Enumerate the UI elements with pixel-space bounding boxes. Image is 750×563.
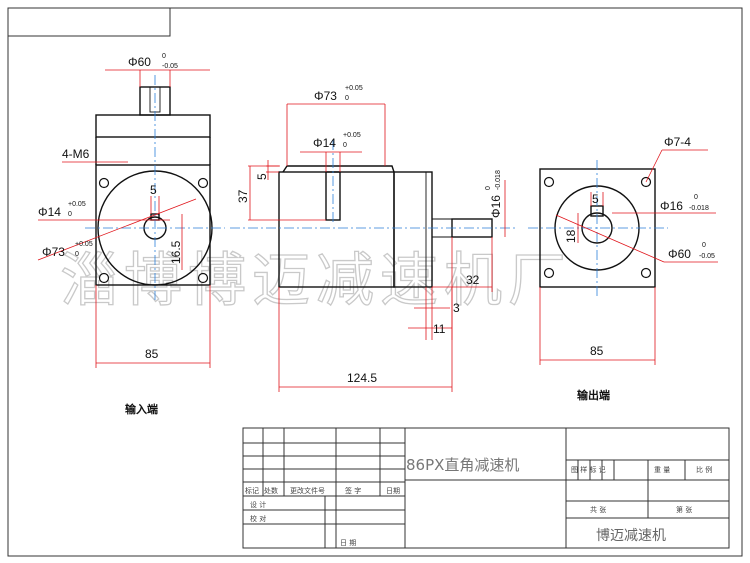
input-keyway-height: 16.5 — [169, 240, 183, 264]
mount-holes-label: 4-M6 — [62, 147, 90, 161]
side-bore: Φ14 — [313, 136, 336, 150]
output-flange-tol-upper: 0 — [702, 242, 706, 249]
output-shaft-dia-2: Φ16 — [660, 199, 683, 213]
input-pcd: Φ73 — [42, 245, 65, 259]
side-view — [230, 140, 515, 288]
side-pcd: Φ73 — [314, 89, 337, 103]
scale-label: 比 例 — [696, 465, 712, 474]
output-key-width: 5 — [592, 192, 599, 206]
check-label: 校 对 — [250, 514, 266, 523]
side-offset: 37 — [236, 189, 250, 203]
input-flange-dia: Φ60 — [128, 55, 151, 69]
input-flange-tol-upper: 0 — [162, 53, 166, 60]
input-bore-tol-upper: +0.05 — [68, 201, 86, 208]
drawing-header-label: 图 样 标 记 — [571, 465, 606, 474]
output-end-view — [528, 160, 668, 298]
output-view-dimensions: Φ7-4 Φ16 0 -0.018 5 18 Φ60 0 -0.05 85 — [539, 135, 718, 365]
rev-count-label: 处数 — [264, 486, 278, 495]
design-label: 设 计 — [250, 500, 266, 509]
output-key-height: 18 — [564, 229, 578, 243]
rev-date-label: 日期 — [386, 487, 400, 495]
side-bore-tol-lower: 0 — [343, 142, 347, 149]
input-keyway-width: 5 — [150, 183, 157, 197]
output-shaft-dia: Φ16 — [489, 195, 503, 218]
input-flange-tol-lower: -0.05 — [162, 63, 178, 70]
output-shaft-2-tol-lower: -0.018 — [689, 205, 709, 212]
output-shaft-2-tol-upper: 0 — [694, 194, 698, 201]
rev-doc-label: 更改文件号 — [290, 486, 325, 495]
input-bore-dia: Φ14 — [38, 205, 61, 219]
body-length: 124.5 — [347, 371, 377, 385]
input-pcd-tol-upper: +0.05 — [75, 241, 93, 248]
watermark-text: 淄博博迈减速机厂 — [60, 246, 572, 314]
side-view-dimensions: Φ73 +0.05 0 Φ14 +0.05 0 5 37 124.5 32 3 — [236, 85, 506, 392]
shaft-shoulder: 3 — [453, 301, 460, 315]
input-body-width: 85 — [145, 347, 159, 361]
title-block: 标记 处数 更改文件号 签 字 日期 设 计 校 对 日 期 86PX直角减速机… — [242, 427, 730, 549]
side-pcd-tol-upper: +0.05 — [345, 85, 363, 92]
input-bore-tol-lower: 0 — [68, 211, 72, 218]
input-pcd-tol-lower: 0 — [75, 251, 79, 258]
side-bore-tol-upper: +0.05 — [343, 132, 361, 139]
sheet-no-label: 第 张 — [676, 505, 692, 514]
output-flange-dia: Φ60 — [668, 247, 691, 261]
output-holes: Φ7-4 — [664, 135, 691, 149]
rev-sign-label: 签 字 — [345, 486, 361, 495]
weight-label: 重 量 — [654, 466, 670, 474]
side-pcd-tol-lower: 0 — [345, 95, 349, 102]
output-body-width: 85 — [590, 344, 604, 358]
input-end-view — [85, 75, 225, 300]
output-end-label: 输出端 — [577, 388, 610, 402]
output-shaft-tol-upper: 0 — [485, 186, 492, 190]
product-name: 86PX直角减速机 — [406, 456, 519, 474]
output-shaft-tol-lower: -0.018 — [495, 170, 502, 190]
date-label: 日 期 — [340, 539, 356, 547]
company-name: 博迈减速机 — [596, 527, 666, 544]
shaft-length: 32 — [466, 273, 480, 287]
shaft-collar: 11 — [433, 322, 446, 336]
input-view-dimensions: Φ60 0 -0.05 4-M6 Φ14 +0.05 0 Φ73 +0.05 0… — [37, 53, 211, 368]
output-flange-tol-lower: -0.05 — [699, 253, 715, 260]
side-key-depth: 5 — [255, 173, 269, 180]
sheets-total-label: 共 张 — [590, 505, 606, 514]
drawing-frame — [7, 7, 743, 557]
input-end-label: 输入端 — [125, 402, 158, 416]
rev-mark-label: 标记 — [245, 486, 259, 495]
